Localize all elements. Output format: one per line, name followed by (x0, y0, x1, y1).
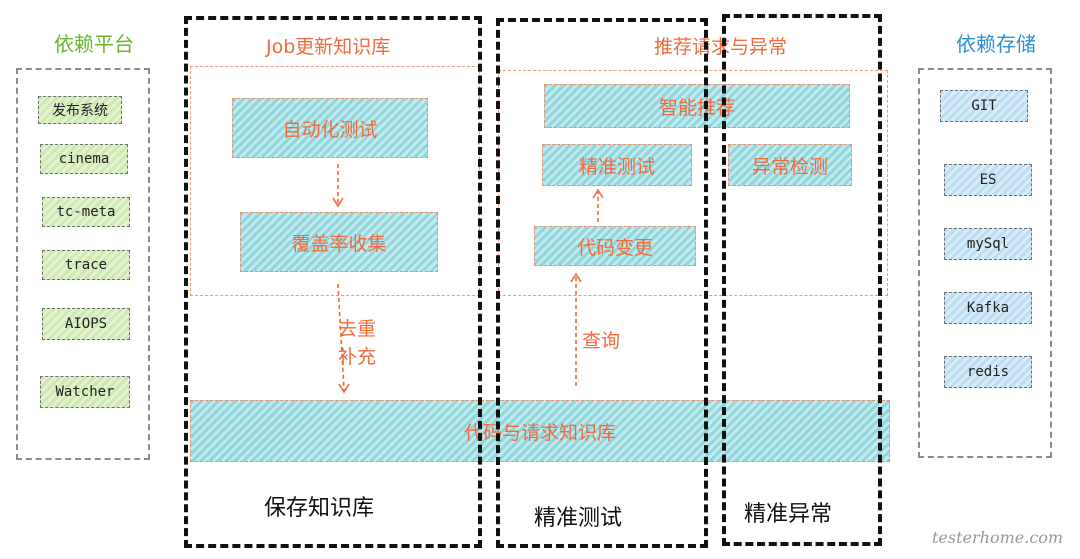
recommend-section-title: 推荐请求与异常 (654, 36, 788, 58)
job-section-title: Job更新知识库 (266, 36, 391, 58)
platform-item-watcher: Watcher (40, 376, 130, 408)
storage-item-redis: redis (944, 356, 1032, 388)
platform-item-cinema: cinema (40, 144, 128, 174)
arrowhead-kb-to-codechange (570, 272, 582, 283)
watermark-text: testerhome.com (932, 528, 1064, 547)
precise-test-column-frame (496, 18, 708, 548)
store-column-frame (184, 16, 482, 548)
precise-anomaly-column-frame (722, 14, 882, 546)
platform-item-trace: trace (42, 250, 130, 280)
storage-title: 依赖存储 (956, 32, 1036, 56)
dedupe-label: 去重 (338, 318, 377, 340)
store-column-label: 保存知识库 (264, 496, 375, 521)
query-label: 查询 (582, 330, 621, 352)
precise-test-box: 精准测试 (542, 144, 692, 186)
platform-item-tc-meta: tc-meta (42, 197, 130, 227)
storage-item-git: GIT (940, 90, 1028, 122)
storage-panel (918, 68, 1052, 458)
precise-anomaly-column-label: 精准异常 (744, 502, 833, 527)
storage-item-kafka: Kafka (944, 292, 1032, 324)
knowledge-base-bar: 代码与请求知识库 (190, 400, 890, 462)
storage-item-mysql: mySql (944, 228, 1032, 260)
platform-item-aiops: AIOPS (42, 308, 130, 340)
precise-test-column-label: 精准测试 (534, 506, 623, 531)
supplement-label: 补充 (338, 346, 377, 368)
smart-recommend-box: 智能推荐 (544, 84, 850, 128)
platform-panel (16, 68, 150, 460)
coverage-box: 覆盖率收集 (240, 212, 438, 272)
auto-test-box: 自动化测试 (232, 98, 428, 158)
code-change-box: 代码变更 (534, 226, 696, 266)
platform-title: 依赖平台 (54, 32, 134, 56)
arrowhead-codechange-to-precise (592, 188, 604, 199)
storage-item-es: ES (944, 164, 1032, 196)
arrowhead-coverage-to-kb (338, 383, 350, 394)
platform-item-release: 发布系统 (38, 96, 122, 124)
anomaly-detect-box: 异常检测 (728, 144, 852, 186)
arrow-coverage-to-kb (337, 283, 345, 391)
arrowhead-auto-to-coverage (332, 197, 344, 208)
